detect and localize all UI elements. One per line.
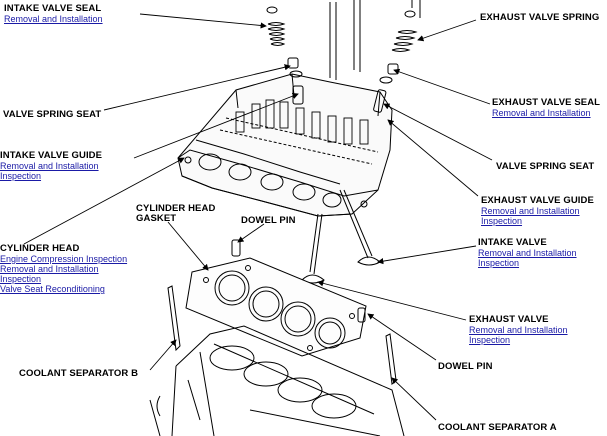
valve-spring-seat-left-label: VALVE SPRING SEAT: [3, 109, 102, 120]
callout-exhaust-valve-seal: EXHAUST VALVE SEAL Removal and Installat…: [492, 97, 601, 119]
callout-cylinder-head-gasket: CYLINDER HEAD GASKET: [136, 204, 215, 224]
engine-compression-inspection-link[interactable]: Engine Compression Inspection: [0, 254, 128, 264]
coolant-separator-a-label: COOLANT SEPARATOR A: [438, 422, 557, 433]
valve-spring-seat-right-label: VALVE SPRING SEAT: [496, 161, 595, 172]
intake-valve-guide-label: INTAKE VALVE GUIDE: [0, 150, 103, 161]
coolant-separator-b-label: COOLANT SEPARATOR B: [19, 368, 139, 379]
leader-lines: [23, 13, 493, 421]
intake-valve-seal-removal-link[interactable]: Removal and Installation: [4, 14, 103, 24]
exhaust-valve-inspection-link[interactable]: Inspection: [469, 335, 511, 345]
callout-valve-spring-seat-right: VALVE SPRING SEAT: [496, 162, 594, 172]
exhaust-valve-guide-label: EXHAUST VALVE GUIDE: [481, 195, 594, 206]
cylinder-head-removal-link[interactable]: Removal and Installation: [0, 264, 99, 274]
exhaust-valve-guide-removal-link[interactable]: Removal and Installation: [481, 206, 580, 216]
head-gasket-drawing: [185, 239, 367, 357]
valve-train-parts: [266, 0, 421, 113]
exhaust-valve-label: EXHAUST VALVE: [469, 314, 549, 325]
cylinder-head-label: CYLINDER HEAD: [0, 243, 80, 254]
callout-intake-valve-guide: INTAKE VALVE GUIDE Removal and Installat…: [0, 150, 103, 182]
intake-valve-removal-link[interactable]: Removal and Installation: [478, 248, 577, 258]
intake-valve-guide-removal-link[interactable]: Removal and Installation: [0, 161, 99, 171]
valve-seat-reconditioning-link[interactable]: Valve Seat Reconditioning: [0, 284, 105, 294]
callout-intake-valve-seal: INTAKE VALVE SEAL Removal and Installati…: [4, 3, 103, 25]
callout-exhaust-valve-spring: EXHAUST VALVE SPRING: [480, 13, 599, 23]
callout-intake-valve: INTAKE VALVE Removal and Installation In…: [478, 237, 577, 269]
callout-dowel-pin-bottom: DOWEL PIN: [438, 362, 493, 372]
intake-valve-seal-label: INTAKE VALVE SEAL: [4, 3, 102, 14]
intake-valve-inspection-link[interactable]: Inspection: [478, 258, 520, 268]
engine-block-drawing: [149, 325, 405, 436]
cylinder-head-gasket-label-line1: CYLINDER HEAD: [136, 203, 216, 214]
intake-valve-label: INTAKE VALVE: [478, 237, 547, 248]
callout-coolant-separator-b: COOLANT SEPARATOR B: [19, 369, 138, 379]
exhaust-valve-seal-label: EXHAUST VALVE SEAL: [492, 97, 601, 108]
callout-cylinder-head: CYLINDER HEAD Engine Compression Inspect…: [0, 243, 128, 295]
exhaust-valve-spring-label: EXHAUST VALVE SPRING: [480, 12, 600, 23]
callout-valve-spring-seat-left: VALVE SPRING SEAT: [3, 110, 101, 120]
exhaust-valve-seal-removal-link[interactable]: Removal and Installation: [492, 108, 591, 118]
callout-exhaust-valve-guide: EXHAUST VALVE GUIDE Removal and Installa…: [481, 195, 594, 227]
exhaust-valve-removal-link[interactable]: Removal and Installation: [469, 325, 568, 335]
cylinder-head-inspection-link[interactable]: Inspection: [0, 274, 42, 284]
callout-coolant-separator-a: COOLANT SEPARATOR A: [438, 423, 557, 433]
dowel-pin-bottom-label: DOWEL PIN: [438, 361, 493, 372]
cylinder-head-drawing: [177, 73, 393, 217]
exhaust-valve-guide-inspection-link[interactable]: Inspection: [481, 216, 523, 226]
dowel-pin-top-label: DOWEL PIN: [241, 215, 296, 226]
callout-dowel-pin-top: DOWEL PIN: [241, 216, 296, 226]
cylinder-head-gasket-label-line2: GASKET: [136, 213, 177, 224]
callout-exhaust-valve: EXHAUST VALVE Removal and Installation I…: [469, 314, 568, 346]
intake-valve-guide-inspection-link[interactable]: Inspection: [0, 171, 42, 181]
